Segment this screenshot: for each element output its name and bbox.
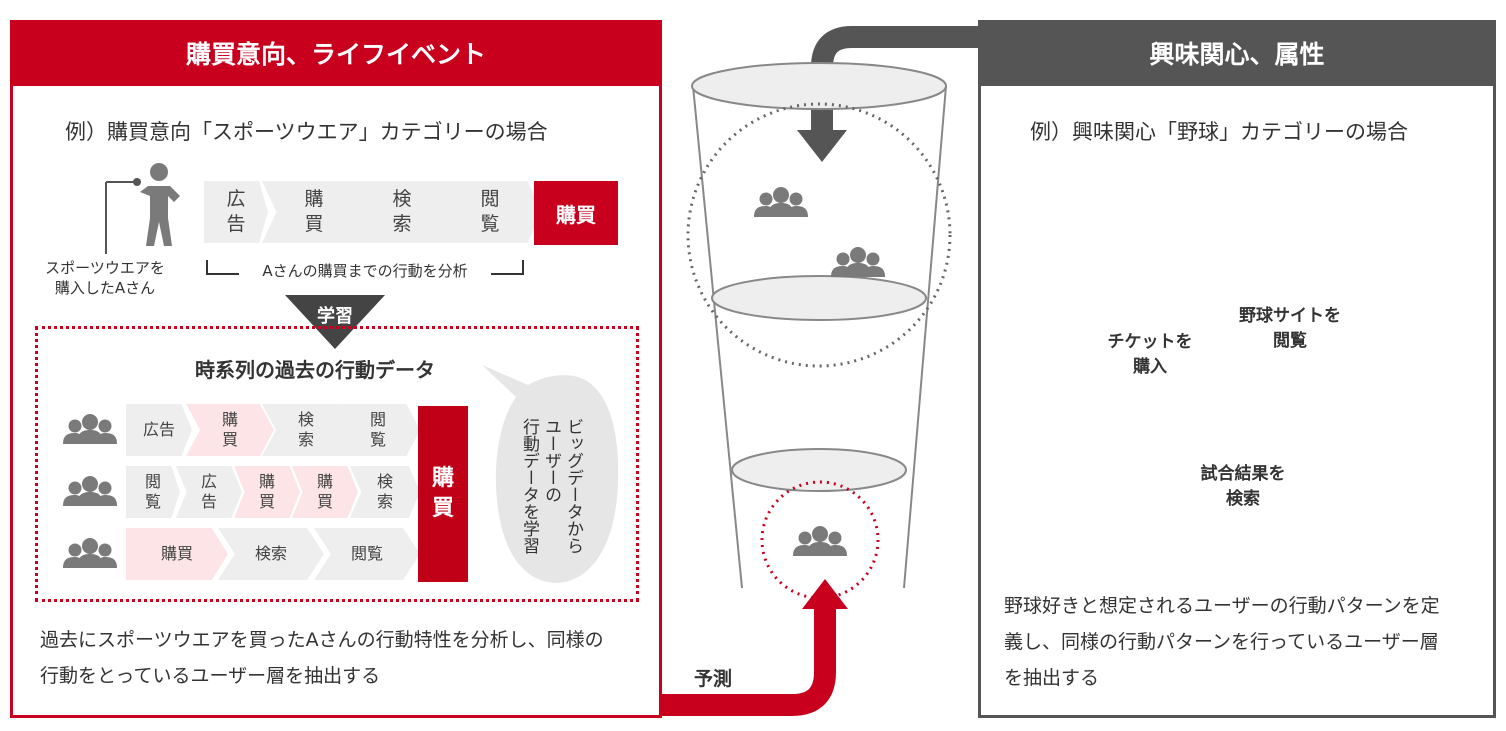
learn-arrow <box>285 295 385 349</box>
interest-arrow-head <box>797 130 847 162</box>
timeseries-box <box>35 326 639 602</box>
result-label: 試合結果を 検索 <box>1200 464 1286 509</box>
timeseries-title: 時系列の過去の行動データ <box>195 358 435 382</box>
site-label: 野球サイトを 閲覧 <box>1239 306 1341 351</box>
left-description: 過去にスポーツウエアを買ったAさんの行動特性を分析し、同様の 行動をとっているユ… <box>40 629 604 687</box>
person-icon <box>105 163 180 254</box>
row1-step: 閲覧 <box>336 404 420 456</box>
row2-step: 購買 <box>234 466 300 518</box>
analysis-caption: Aさんの購買までの行動を分析 <box>262 262 468 280</box>
row1-step: 検索 <box>262 404 350 456</box>
users-icon <box>63 414 117 444</box>
ticket-label: チケットを 購入 <box>1107 332 1193 377</box>
bubble-text: ビッグデータから ユーザーの 行動データを学習 <box>519 418 583 554</box>
target-dotted-circle <box>760 480 880 600</box>
row3-step: 購買 <box>126 528 228 580</box>
learn-label: 学習 <box>317 306 353 327</box>
row2-step: 購買 <box>292 466 358 518</box>
step-ad: 広告 <box>204 181 268 243</box>
step-purchase: 購買 <box>262 181 366 243</box>
person-caption: スポーツウエアを 購入したAさん <box>45 259 165 297</box>
users-icon <box>793 526 847 556</box>
right-example-title: 例）興味関心「野球」カテゴリーの場合 <box>1030 120 1408 144</box>
users-icon <box>63 476 117 506</box>
predict-arrow-head <box>802 579 848 609</box>
bubble-shape <box>482 365 619 583</box>
row1-step: 広告 <box>126 404 192 456</box>
analysis-bracket <box>206 260 524 275</box>
row3-step: 閲覧 <box>314 528 420 580</box>
row3-step: 検索 <box>218 528 324 580</box>
row1-step: 購買 <box>186 404 274 456</box>
users-icon <box>754 187 808 217</box>
left-panel-header: 購買意向、ライフイベント <box>10 20 662 86</box>
row2-step: 広告 <box>176 466 242 518</box>
users-icon <box>831 247 885 277</box>
row2-step: 閲覧 <box>126 466 180 518</box>
right-description: 野球好きと想定されるユーザーの行動パターンを定 義し、同様の行動パターンを行って… <box>1004 595 1440 689</box>
funnel-dotted-circle <box>686 102 952 368</box>
right-panel <box>978 20 1496 718</box>
left-example-title: 例）購買意向「スポーツウエア」カテゴリーの場合 <box>65 120 548 144</box>
buy-box: 購買 <box>534 181 618 245</box>
users-icon <box>63 538 117 568</box>
predict-label: 予測 <box>694 668 733 690</box>
step-search: 検索 <box>350 181 454 243</box>
big-buy-box: 購買 <box>418 406 468 582</box>
step-browse: 閲覧 <box>438 181 542 243</box>
row2-step: 検索 <box>350 466 420 518</box>
right-panel-header: 興味関心、属性 <box>978 20 1496 86</box>
funnel-shape <box>691 62 947 589</box>
predict-flow-arrow <box>660 605 836 716</box>
